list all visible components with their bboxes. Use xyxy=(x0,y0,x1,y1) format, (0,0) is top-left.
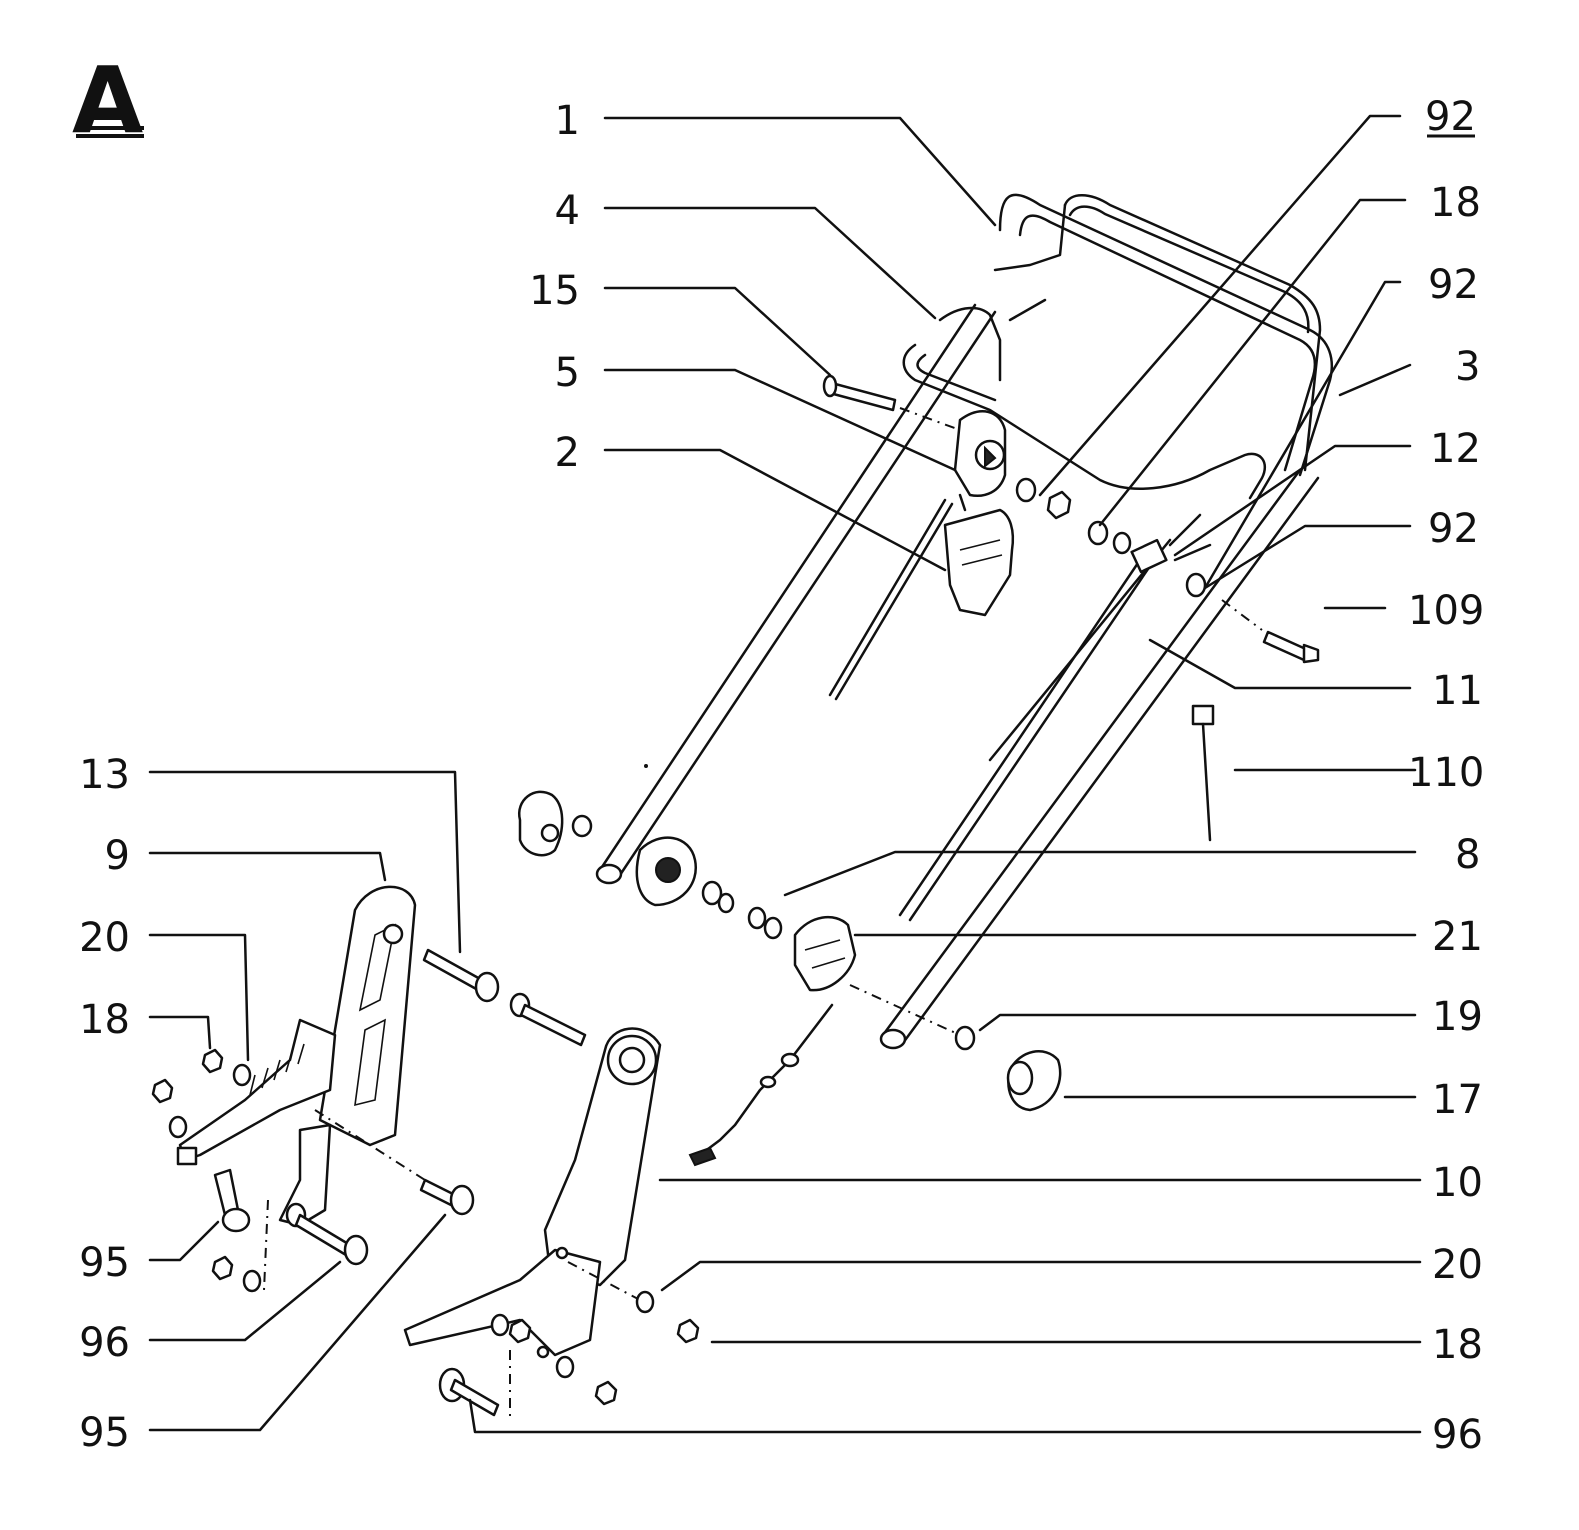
callout-10: 10 xyxy=(1432,1160,1483,1206)
knob-left xyxy=(517,790,593,857)
leader-lines xyxy=(148,114,1422,1434)
switch-cover xyxy=(943,508,1015,617)
right-bracket-10 xyxy=(403,1027,662,1359)
callout-15: 15 xyxy=(529,268,580,314)
callout-109: 109 xyxy=(1408,588,1484,634)
nut-18-left xyxy=(151,1048,252,1139)
callout-110: 110 xyxy=(1408,750,1484,796)
control-cable-b xyxy=(898,538,1172,922)
callout-11: 11 xyxy=(1432,668,1483,714)
bolt-95-right xyxy=(314,1109,475,1216)
knob-17 xyxy=(1006,1050,1062,1112)
lever-bracket xyxy=(902,306,1267,500)
callout-13: 13 xyxy=(79,752,130,798)
washer-19 xyxy=(954,1025,976,1051)
bolt-upper-10 xyxy=(509,992,587,1047)
bolt-13 xyxy=(422,948,500,1003)
stop-bail xyxy=(993,194,1322,472)
callout-18-top: 18 xyxy=(1430,180,1481,226)
upper-handle xyxy=(998,193,1334,477)
lower-handle-left-tube xyxy=(595,303,997,885)
callout-96-right: 96 xyxy=(1432,1412,1483,1458)
cable-end xyxy=(688,1003,834,1167)
nut-18-upper xyxy=(1087,520,1132,555)
callout-92-lower: 92 xyxy=(1428,506,1479,552)
callout-1: 1 xyxy=(555,98,580,144)
washer-20-right xyxy=(567,1261,655,1314)
callout-17: 17 xyxy=(1432,1077,1483,1123)
callout-95-lower: 95 xyxy=(79,1410,130,1456)
callout-96-left: 96 xyxy=(79,1320,130,1366)
nut-18-right xyxy=(676,1318,700,1344)
callout-95-upper: 95 xyxy=(79,1240,130,1286)
adjuster-gear xyxy=(635,836,735,914)
bolt-95-left xyxy=(213,1168,269,1291)
switch-housing xyxy=(953,410,1007,512)
callout-labels: 1 4 15 5 2 92 18 92 3 12 92 109 11 110 8… xyxy=(79,94,1484,1458)
control-cable-a xyxy=(828,498,954,701)
callout-4: 4 xyxy=(555,188,580,234)
callout-19: 19 xyxy=(1432,994,1483,1040)
callout-21: 21 xyxy=(1432,914,1483,960)
lower-handle-right-tube xyxy=(879,468,1320,1050)
nut-bottom-left xyxy=(211,1255,262,1293)
callout-92-mid: 92 xyxy=(1428,262,1479,308)
section-label: A xyxy=(72,47,144,154)
bolt-96-left xyxy=(285,1202,369,1266)
callout-20-right: 20 xyxy=(1432,1242,1483,1288)
nuts-lower-center xyxy=(490,1313,618,1406)
callout-92-top: 92 xyxy=(1425,94,1476,140)
cable-tie-110 xyxy=(1191,704,1215,842)
callout-5: 5 xyxy=(555,350,580,396)
callout-18-left: 18 xyxy=(79,997,130,1043)
left-bracket-9 xyxy=(176,885,417,1227)
washer-92-lower xyxy=(1185,572,1207,598)
callout-12: 12 xyxy=(1430,426,1481,472)
bolt-109 xyxy=(1221,599,1320,664)
callout-2: 2 xyxy=(555,430,580,476)
screw-15 xyxy=(822,374,961,431)
callout-3: 3 xyxy=(1455,344,1480,390)
nut-92-upper xyxy=(1015,477,1072,520)
callout-18-bottom: 18 xyxy=(1432,1322,1483,1368)
callout-8: 8 xyxy=(1455,832,1480,878)
adjuster-21 xyxy=(793,915,961,1036)
bolt-96-right xyxy=(438,1350,511,1420)
callout-20-left: 20 xyxy=(79,915,130,961)
cable-clamp xyxy=(1130,513,1212,574)
callout-9: 9 xyxy=(105,833,130,879)
spacer-8 xyxy=(747,906,783,940)
